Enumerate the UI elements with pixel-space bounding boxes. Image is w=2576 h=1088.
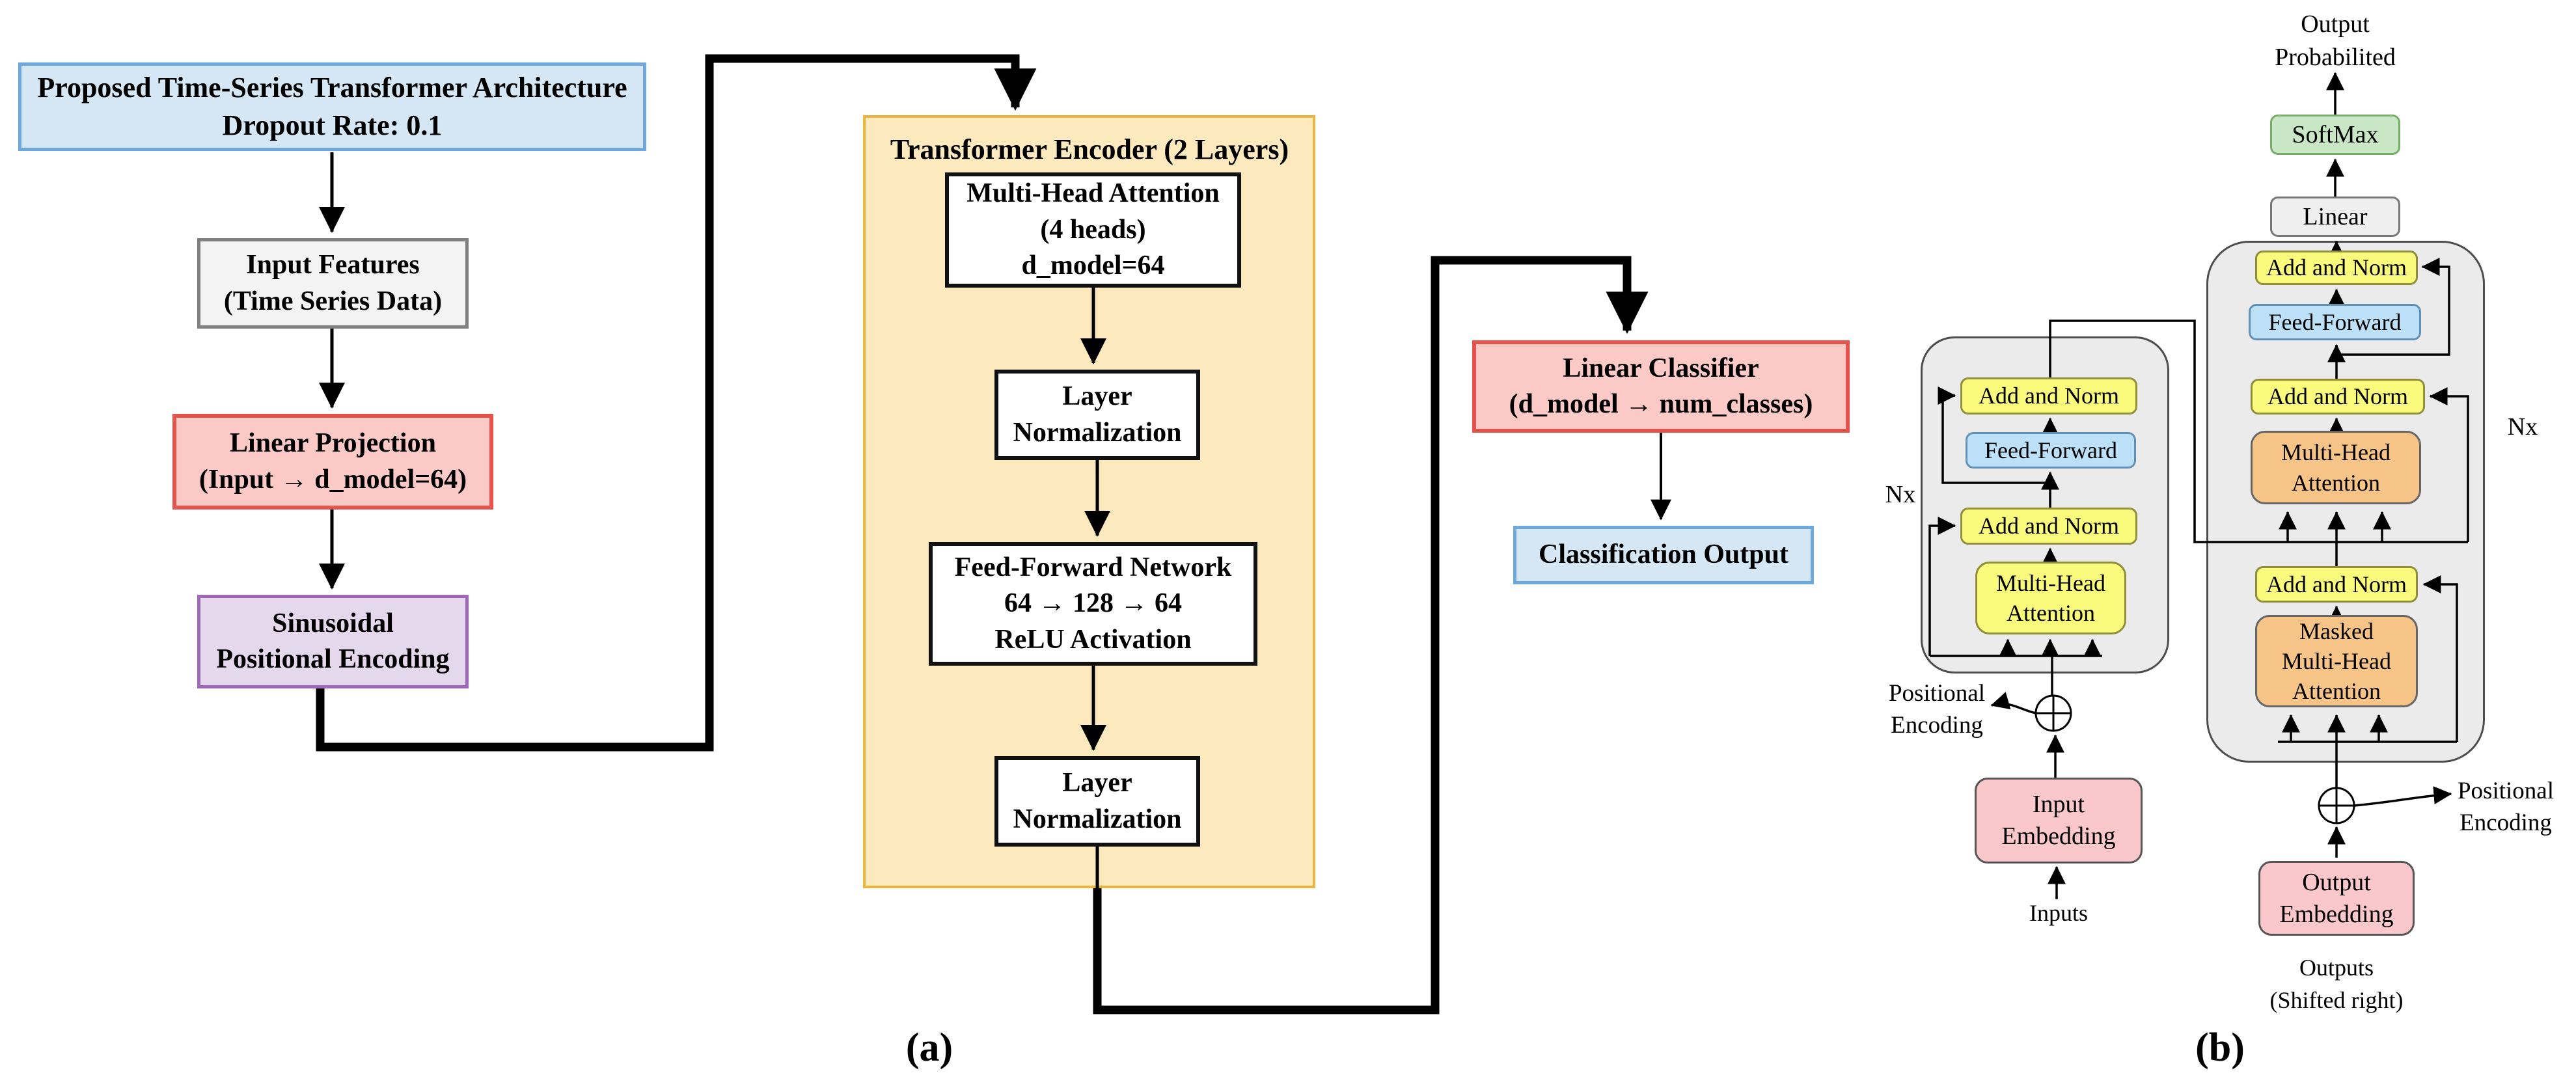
mha-a-line2: (4 heads) [1040,214,1146,245]
pos-enc-right-line1: Positional [2457,778,2555,804]
mha-a-line1: Multi-Head Attention [966,178,1220,209]
linear-projection-line2: (Input → d_model=64) [199,464,467,495]
layernorm1-line1: Layer [1062,381,1132,412]
linear-label: Linear [2303,202,2368,230]
pos-enc-left-line2: Encoding [1891,711,1983,739]
inputs-label: Inputs [2029,899,2088,927]
output-prob-line2: Probabilited [2275,44,2396,72]
enc-mha-line2: Attention [2007,600,2095,626]
nx-left-text: Nx [1885,481,1916,508]
caption-b: (b) [2195,1025,2245,1071]
layer-norm-1-box: Layer Normalization [994,370,1200,460]
input-embedding-line1: Input [2032,791,2085,819]
enc-mha-line1: Multi-Head [1996,569,2105,596]
linear-box: Linear [2270,197,2400,237]
dec-mha-box: Multi-Head Attention [2251,431,2421,504]
transformer-encoder-title-text: Transformer Encoder (2 Layers) [890,133,1289,165]
ffn-line3: ReLU Activation [994,624,1192,655]
ffn-line2: 64 → 128 → 64 [1004,588,1182,619]
caption-b-text: (b) [2195,1026,2245,1070]
dec-add-norm-1-label: Add and Norm [2266,254,2407,281]
layernorm2-line2: Normalization [1013,804,1182,834]
masked-mha-line3: Attention [2292,678,2381,705]
sinusoidal-line1: Sinusoidal [272,608,394,638]
layer-norm-2-box: Layer Normalization [994,756,1200,847]
plus-circle-right [2318,787,2355,824]
enc-add-norm-2-box: Add and Norm [1960,508,2137,545]
softmax-label: SoftMax [2292,120,2379,148]
outputs-label: Outputs (Shifted right) [2270,951,2404,1017]
output-embedding-line2: Embedding [2279,900,2394,928]
ffn-line1: Feed-Forward Network [954,552,1232,582]
masked-mha-box: Masked Multi-Head Attention [2255,615,2418,707]
input-embedding-line2: Embedding [2001,823,2116,850]
layernorm2-line1: Layer [1062,768,1132,798]
arrow-plus-to-positional-right [2353,786,2452,807]
linear-classifier-line1: Linear Classifier [1563,353,1759,383]
outputs-line1: Outputs [2299,955,2374,981]
input-features-box: Input Features (Time Series Data) [197,238,469,329]
ffn-box: Feed-Forward Network 64 → 128 → 64 ReLU … [929,542,1257,666]
plus-cross-right [2319,788,2354,823]
enc-mha-box: Multi-Head Attention [1975,562,2126,634]
layernorm1-line2: Normalization [1013,417,1182,448]
enc-add-norm-1-box: Add and Norm [1960,377,2137,415]
linear-projection-line1: Linear Projection [230,428,436,459]
linear-classifier-line2: (d_model → num_classes) [1509,389,1813,419]
input-features-line1: Input Features [246,250,420,280]
input-embedding-box: Input Embedding [1975,778,2143,864]
nx-label-right: Nx [2508,413,2538,441]
sinusoidal-line2: Positional Encoding [216,644,450,674]
mha-box-a: Multi-Head Attention (4 heads) d_model=6… [945,172,1241,288]
plus-cross-left [2036,696,2071,731]
enc-feed-forward-box: Feed-Forward [1966,432,2136,469]
outputs-line2: (Shifted right) [2269,987,2404,1014]
input-features-line2: (Time Series Data) [223,286,443,316]
title-line2: Dropout Rate: 0.1 [222,109,443,141]
title-line1: Proposed Time-Series Transformer Archite… [37,71,627,103]
dec-add-norm-3-box: Add and Norm [2255,566,2418,603]
classification-output-label: Classification Output [1539,539,1788,570]
output-embedding-box: Output Embedding [2258,861,2415,936]
masked-mha-line2: Multi-Head [2282,647,2391,674]
enc-add-norm-2-label: Add and Norm [1979,513,2119,539]
caption-a-text: (a) [905,1026,953,1070]
mha-a-line3: d_model=64 [1021,251,1165,281]
linear-classifier-box: Linear Classifier (d_model → num_classes… [1472,340,1850,433]
output-probabilities-label: Output Probabilited [2275,8,2396,75]
nx-label-left: Nx [1885,480,1915,509]
pos-enc-right-line2: Encoding [2460,809,2552,836]
dec-add-norm-1-box: Add and Norm [2255,251,2418,285]
sinusoidal-positional-encoding-box: Sinusoidal Positional Encoding [197,595,469,688]
output-embedding-line1: Output [2302,868,2371,896]
positional-encoding-left-label: Positional Encoding [1889,678,1985,742]
dec-feed-forward-box: Feed-Forward [2249,304,2421,340]
classification-output-box: Classification Output [1513,526,1814,584]
linear-projection-box: Linear Projection (Input → d_model=64) [172,414,493,510]
inputs-text: Inputs [2029,900,2088,926]
caption-a: (a) [906,1025,953,1071]
plus-circle-left [2035,694,2072,732]
positional-encoding-right-label: Positional Encoding [2458,776,2554,839]
dec-add-norm-3-label: Add and Norm [2266,571,2407,597]
enc-add-norm-1-label: Add and Norm [1979,383,2119,409]
dec-mha-line2: Attention [2292,469,2380,496]
dec-add-norm-2-box: Add and Norm [2251,379,2425,415]
dec-feed-forward-label: Feed-Forward [2268,308,2402,335]
nx-right-text: Nx [2507,413,2538,441]
masked-mha-line1: Masked [2299,618,2374,644]
pos-enc-left-line1: Positional [1888,680,1986,707]
dec-mha-line1: Multi-Head [2281,439,2391,466]
output-prob-line1: Output [2301,10,2370,38]
enc-feed-forward-label: Feed-Forward [1984,437,2117,463]
transformer-encoder-title: Transformer Encoder (2 Layers) [890,133,1289,166]
title-box: Proposed Time-Series Transformer Archite… [18,62,646,151]
arrow-plus-to-positional-left [1990,692,2036,714]
dec-add-norm-2-label: Add and Norm [2268,383,2408,410]
softmax-box: SoftMax [2270,115,2400,155]
